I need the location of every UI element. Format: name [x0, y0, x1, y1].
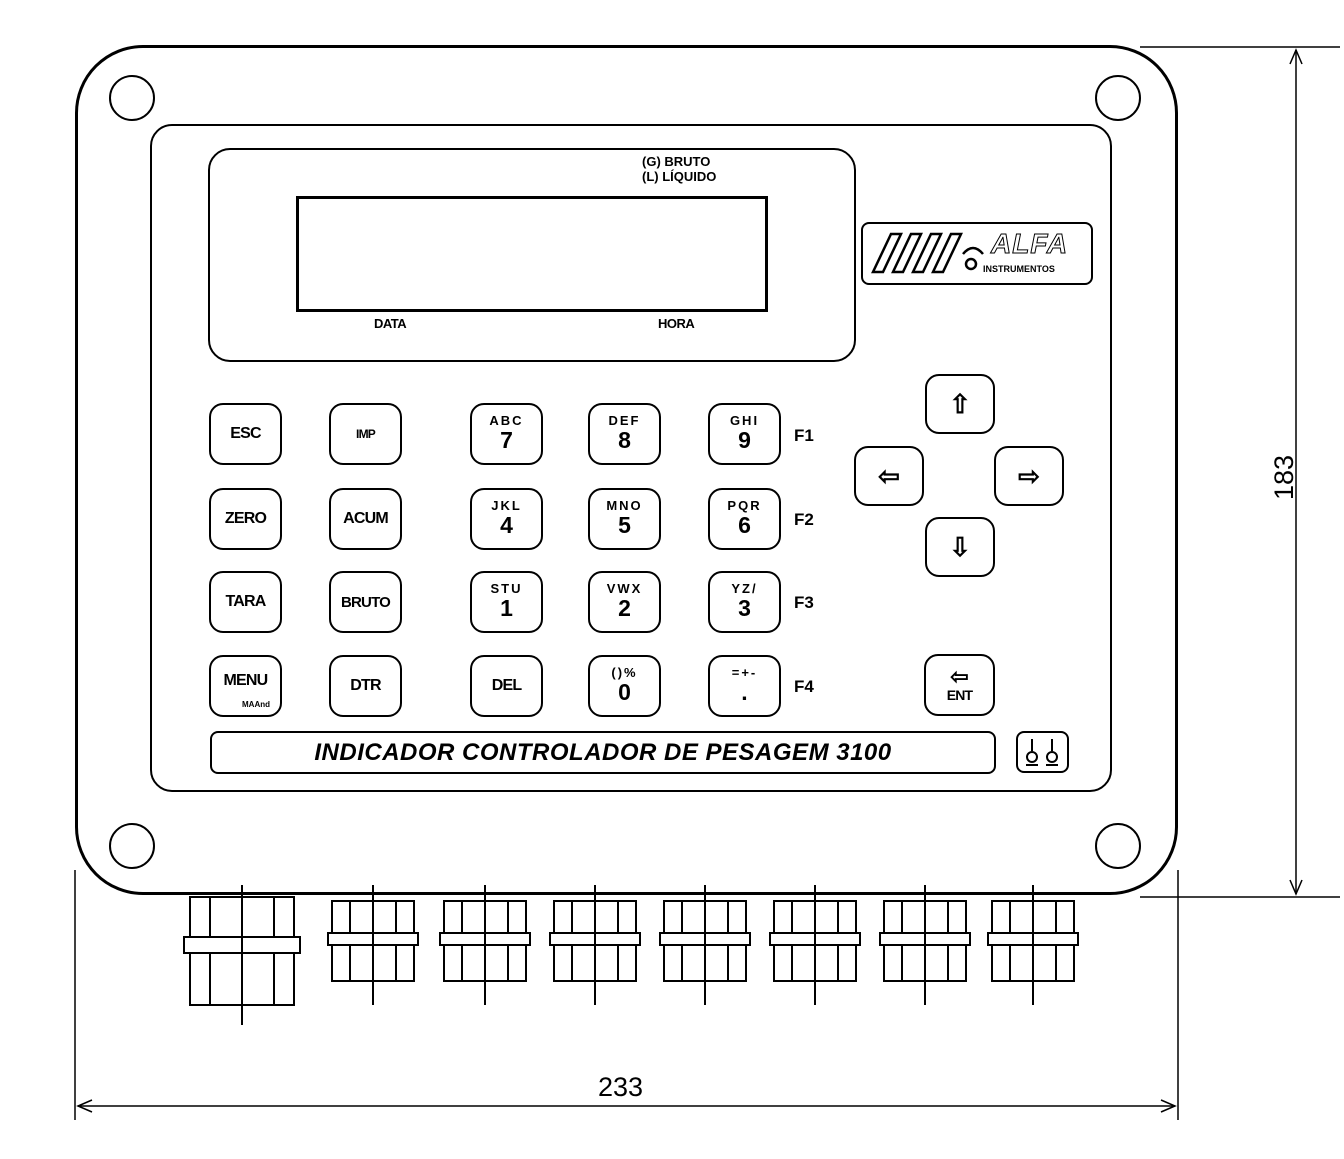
- key-digit: 0: [618, 678, 631, 705]
- arrow-left-icon: ⇦: [878, 461, 900, 491]
- key-label: ESC: [230, 425, 261, 442]
- logo-brand: ALFA: [990, 228, 1069, 260]
- menu-key[interactable]: MENU MAAnd: [209, 655, 282, 717]
- arrow-right-key[interactable]: ⇨: [994, 446, 1064, 506]
- mounting-hole: [109, 75, 155, 121]
- dtr-key[interactable]: DTR: [329, 655, 402, 717]
- date-label: DATA: [374, 316, 407, 331]
- key-digit: 2: [618, 594, 631, 621]
- key-label: ZERO: [224, 510, 267, 527]
- arrow-up-key[interactable]: ⇧: [925, 374, 995, 434]
- zero-key[interactable]: ZERO: [209, 488, 282, 550]
- key-digit: 7: [500, 426, 513, 453]
- key-digit: 1: [500, 594, 513, 621]
- del-key[interactable]: DEL: [470, 655, 543, 717]
- key-label: DTR: [350, 677, 381, 694]
- f4-label: F4: [794, 677, 814, 696]
- key-letters: MNO: [606, 497, 643, 513]
- key-letters: PQR: [727, 497, 762, 513]
- cable-glands: [183, 885, 1079, 1025]
- key-sublabel: MAAnd: [242, 700, 270, 709]
- key-label: MENU: [223, 672, 269, 689]
- front-panel: [150, 124, 1112, 792]
- key-label: BRUTO: [340, 593, 391, 611]
- key-letters: =+-: [731, 664, 758, 680]
- key-digit: 5: [618, 511, 631, 538]
- bruto-key[interactable]: BRUTO: [329, 571, 402, 633]
- logo-tagline: INSTRUMENTOS: [983, 264, 1055, 274]
- arrow-right-icon: ⇨: [1018, 461, 1040, 491]
- key-digit: 4: [500, 511, 513, 538]
- imp-key[interactable]: IMP: [329, 403, 402, 465]
- key-label: DEL: [491, 677, 522, 694]
- mounting-hole: [1095, 75, 1141, 121]
- key-label: IMP: [356, 427, 376, 441]
- model-title: INDICADOR CONTROLADOR DE PESAGEM 3100: [314, 738, 892, 766]
- mode-net-label: (L) LÍQUIDO: [642, 169, 717, 184]
- key-label: TARA: [225, 593, 266, 610]
- display-window: [208, 148, 856, 362]
- key-letters: ()%: [611, 664, 638, 680]
- arrow-up-icon: ⇧: [949, 389, 971, 419]
- key-digit: 9: [738, 426, 751, 453]
- esc-key[interactable]: ESC: [209, 403, 282, 465]
- key-digit: 3: [738, 594, 751, 621]
- key-label: ENT: [946, 687, 973, 703]
- tara-key[interactable]: TARA: [209, 571, 282, 633]
- enter-key[interactable]: ⇦ ENT: [924, 654, 995, 716]
- f1-label: F1: [794, 426, 814, 445]
- key-letters: STU: [490, 580, 523, 596]
- enter-icon: ⇦: [950, 664, 969, 689]
- key-letters: YZ/: [731, 580, 758, 596]
- lcd-screen: [296, 196, 768, 312]
- key-letters: DEF: [608, 412, 641, 428]
- arrow-left-key[interactable]: ⇦: [854, 446, 924, 506]
- width-dimension: 233: [598, 1072, 644, 1102]
- key-digit: 6: [738, 511, 751, 538]
- weight-symbol-icon: [1016, 731, 1069, 773]
- key-0[interactable]: ()%0: [588, 655, 661, 717]
- mounting-hole: [109, 823, 155, 869]
- key-letters: GHI: [729, 412, 760, 428]
- arrow-down-icon: ⇩: [949, 532, 971, 562]
- key-letters: JKL: [491, 497, 522, 513]
- key-dot[interactable]: =+-.: [708, 655, 781, 717]
- key-letters: VWX: [606, 580, 643, 596]
- f3-label: F3: [794, 593, 814, 612]
- key-digit: .: [741, 678, 748, 705]
- mounting-hole: [1095, 823, 1141, 869]
- f2-label: F2: [794, 510, 814, 529]
- arrow-down-key[interactable]: ⇩: [925, 517, 995, 577]
- time-label: HORA: [658, 316, 695, 331]
- enclosure-housing: [75, 45, 1178, 895]
- key-label: ACUM: [343, 510, 389, 527]
- model-title-bar: INDICADOR CONTROLADOR DE PESAGEM 3100: [210, 731, 996, 774]
- key-3[interactable]: YZ/3: [708, 571, 781, 633]
- alfa-logo: ALFA INSTRUMENTOS: [861, 222, 1093, 285]
- key-letters: ABC: [489, 412, 524, 428]
- mode-gross-label: (G) BRUTO: [642, 154, 711, 169]
- key-digit: 8: [618, 426, 631, 453]
- acum-key[interactable]: ACUM: [329, 488, 402, 550]
- height-dimension: 183: [1269, 454, 1300, 501]
- weight-symbol-icon: [1026, 739, 1058, 766]
- logo-stripes-icon: [871, 232, 984, 274]
